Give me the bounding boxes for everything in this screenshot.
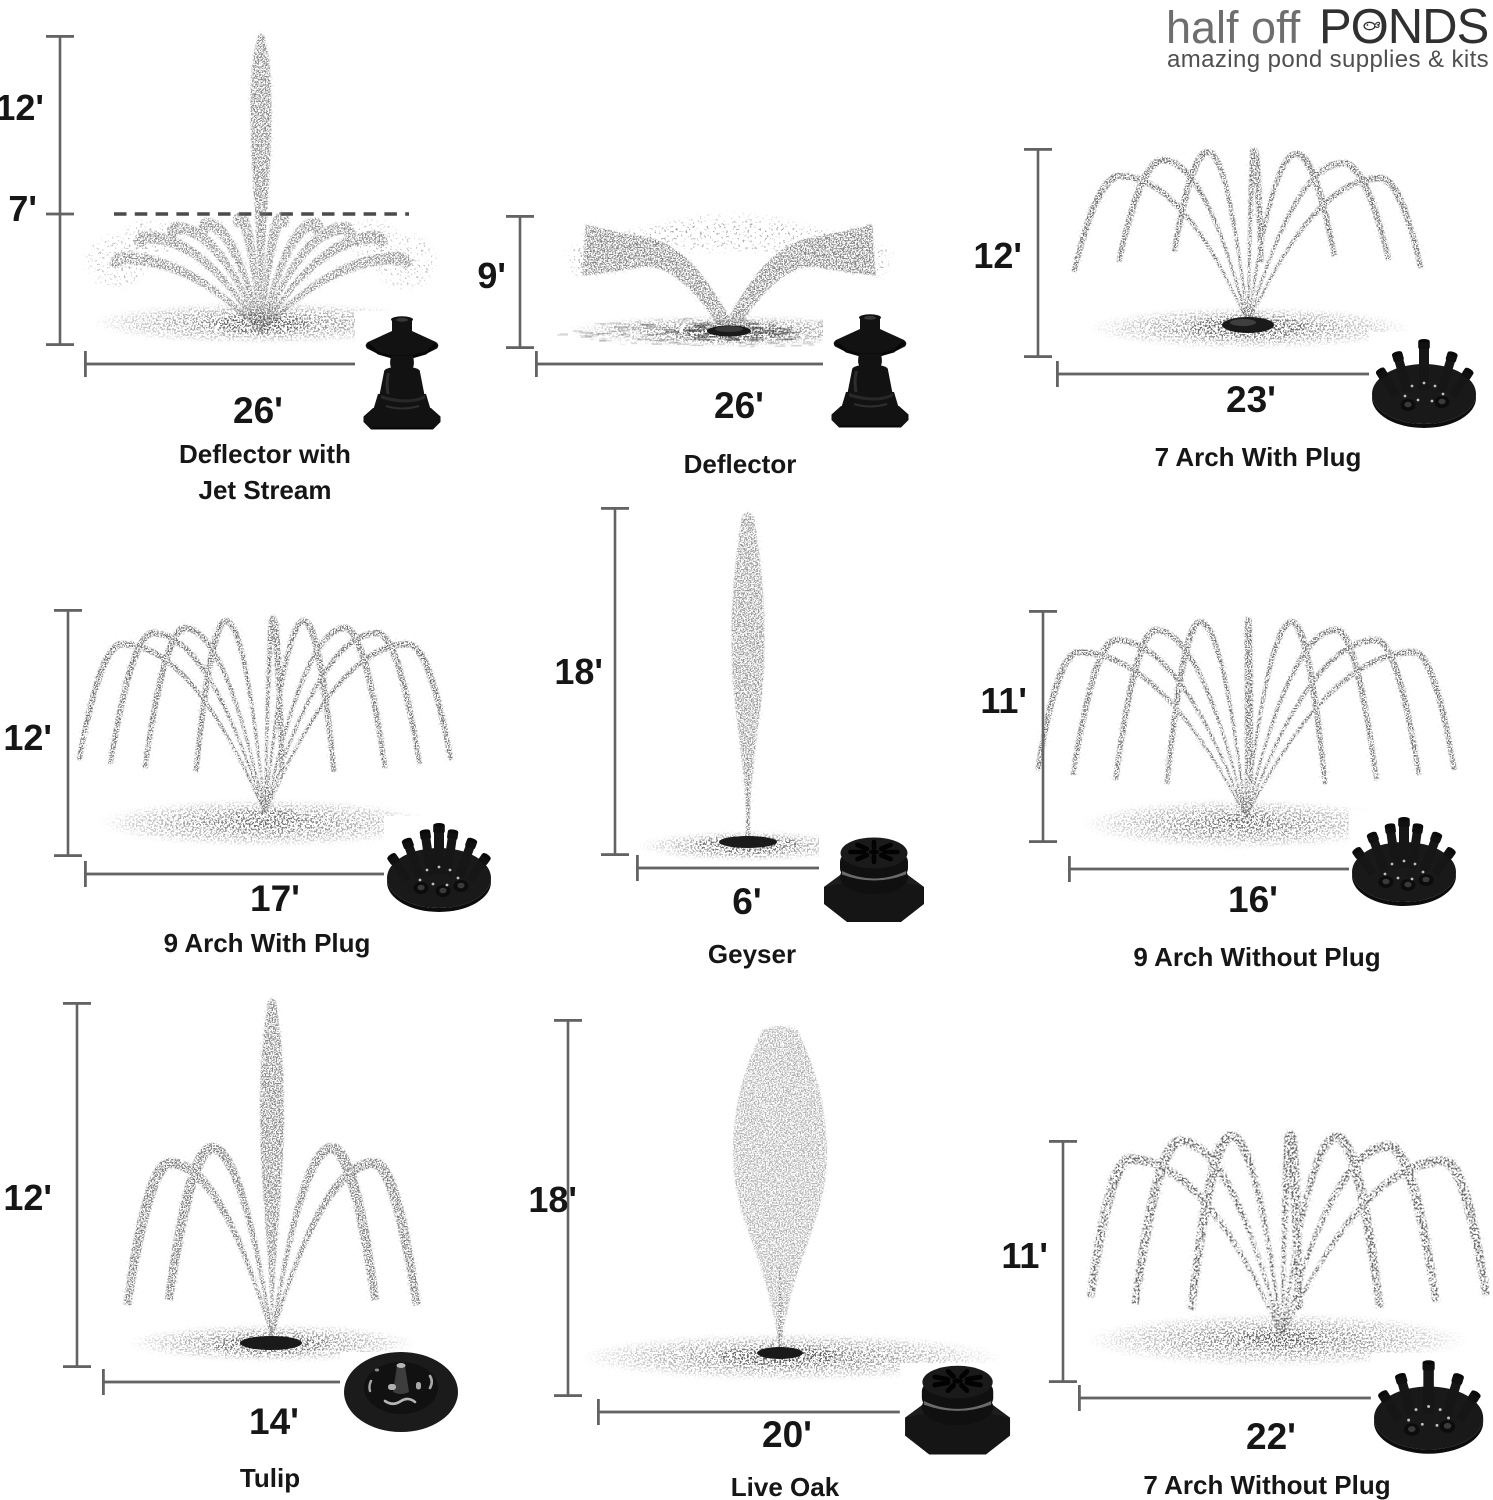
- svg-text:amazing pond supplies & kits: amazing pond supplies & kits: [1167, 46, 1489, 73]
- svg-text:Live Oak: Live Oak: [731, 1472, 840, 1500]
- svg-text:Jet Stream: Jet Stream: [199, 475, 332, 505]
- svg-text:26': 26': [714, 385, 764, 426]
- svg-text:7 Arch With Plug: 7 Arch With Plug: [1155, 442, 1362, 472]
- svg-text:9 Arch With Plug: 9 Arch With Plug: [164, 928, 371, 958]
- svg-text:16': 16': [1228, 879, 1278, 920]
- svg-text:half off: half off: [1166, 2, 1301, 53]
- svg-text:18': 18': [528, 1179, 577, 1220]
- svg-text:11': 11': [980, 680, 1027, 721]
- svg-text:17': 17': [250, 878, 300, 919]
- svg-text:7 Arch Without Plug: 7 Arch Without Plug: [1143, 1470, 1390, 1500]
- svg-text:23': 23': [1226, 379, 1276, 420]
- svg-text:14': 14': [249, 1401, 299, 1442]
- svg-text:Deflector: Deflector: [684, 449, 797, 479]
- svg-text:9 Arch Without Plug: 9 Arch Without Plug: [1133, 942, 1380, 972]
- svg-text:20': 20': [762, 1414, 812, 1455]
- svg-text:12': 12': [973, 235, 1022, 276]
- svg-text:11': 11': [1001, 1235, 1048, 1276]
- svg-text:22': 22': [1246, 1416, 1296, 1457]
- svg-text:12': 12': [3, 1177, 52, 1218]
- svg-text:18': 18': [554, 651, 603, 692]
- svg-text:6': 6': [732, 881, 761, 922]
- svg-text:26': 26': [233, 390, 283, 431]
- svg-text:12': 12': [3, 717, 52, 758]
- svg-text:7': 7': [8, 188, 37, 229]
- svg-text:12': 12': [0, 87, 44, 128]
- svg-text:Geyser: Geyser: [708, 939, 796, 969]
- svg-text:Tulip: Tulip: [240, 1463, 300, 1493]
- svg-text:PONDS: PONDS: [1319, 0, 1488, 54]
- svg-text:9': 9': [477, 255, 506, 296]
- svg-text:Deflector with: Deflector with: [179, 439, 351, 469]
